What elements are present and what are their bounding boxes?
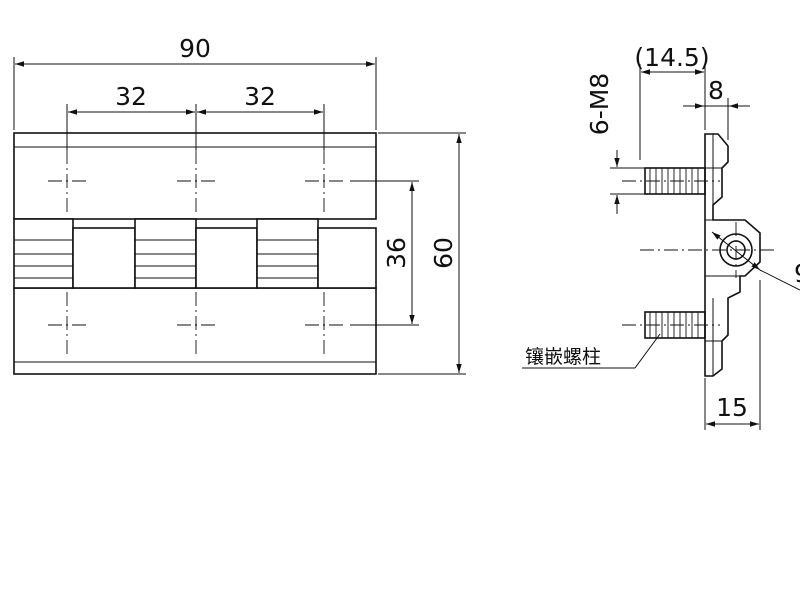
dim-thread: 6-M8 [585,73,645,214]
dim-total-height-label: 60 [429,237,458,269]
stud-note: 镶嵌螺柱 [522,333,661,369]
lower-leaf [13,287,377,375]
dim-total-width: 90 [13,34,377,130]
front-view: 90 32 32 36 60 [13,34,466,375]
hole-centerlines [48,150,343,356]
dim-cut: 9 [711,231,800,291]
dim-base: 15 [704,280,761,430]
dim-base-label: 15 [716,393,748,422]
dim-offset-label: (14.5) [634,43,709,72]
dim-hole-span: 36 [350,180,419,326]
dim-offset: (14.5) [634,43,710,160]
hinge-profile [704,133,761,377]
dim-thickness: 8 [683,76,750,140]
dim-total-width-label: 90 [179,34,211,63]
dim-cut-label: 9 [794,259,800,288]
dim-hole-span-label: 36 [382,237,411,269]
side-view: (14.5) 8 6-M8 15 9 [522,43,800,430]
lower-stud [622,311,720,339]
dim-pitch-right-label: 32 [244,82,276,111]
pin [640,222,776,278]
upper-leaf [13,132,377,220]
knuckle-band [13,218,377,289]
dim-hole-pitch: 32 32 [66,82,325,150]
dim-thread-label: 6-M8 [585,73,614,135]
dim-thickness-label: 8 [708,76,724,105]
stud-note-label: 镶嵌螺柱 [525,346,601,368]
dim-pitch-left-label: 32 [115,82,147,111]
upper-stud [622,167,720,195]
dim-total-height: 60 [378,132,466,375]
